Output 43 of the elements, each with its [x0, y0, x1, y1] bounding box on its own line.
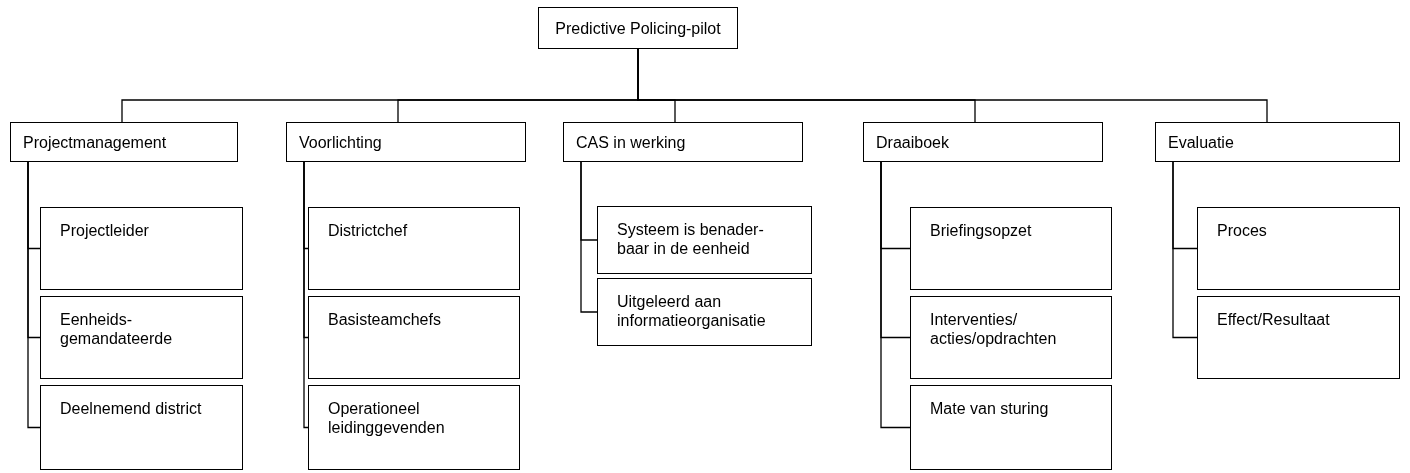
connector-line: [580, 161, 598, 313]
item-box: [40, 207, 243, 290]
item-box: [910, 296, 1112, 379]
root-box: [538, 7, 738, 49]
node-label: Interventies/ acties/opdrachten: [930, 310, 1058, 348]
category-box: [863, 122, 1103, 162]
item-box: [308, 296, 520, 379]
node-label: Evaluatie: [1168, 132, 1234, 152]
category-box: [1155, 122, 1400, 162]
node-label: Projectleider: [60, 221, 150, 240]
item-box: [910, 385, 1112, 470]
node-label: Proces: [1217, 221, 1268, 240]
node-label: Predictive Policing-pilot: [555, 18, 721, 38]
item-box: [308, 385, 520, 470]
node-label: Districtchef: [328, 221, 409, 240]
item-box: [597, 278, 812, 346]
category-box: [10, 122, 238, 162]
item-box: [40, 385, 243, 470]
node-label: Mate van sturing: [930, 399, 1050, 418]
node-label: Systeem is benader- baar in de eenheid: [617, 220, 765, 258]
item-box: [40, 296, 243, 379]
node-label: Effect/Resultaat: [1217, 310, 1331, 329]
item-box: [308, 207, 520, 290]
category-box: [286, 122, 526, 162]
node-label: CAS in werking: [576, 132, 686, 152]
connector-line: [1172, 161, 1198, 339]
node-label: Operationeel leidinggevenden: [328, 399, 446, 437]
item-box: [1197, 207, 1400, 290]
item-box: [1197, 296, 1400, 379]
node-label: Briefingsopzet: [930, 221, 1033, 240]
node-label: Uitgeleerd aan informatieorganisatie: [617, 292, 767, 330]
connector-line: [880, 161, 911, 429]
item-box: [597, 206, 812, 274]
node-label: Basisteamchefs: [328, 310, 442, 329]
category-box: [563, 122, 803, 162]
node-label: Projectmanagement: [23, 132, 167, 152]
connector-line: [303, 161, 309, 429]
node-label: Deelnemend district: [60, 399, 202, 418]
item-box: [910, 207, 1112, 290]
node-label: Voorlichting: [299, 132, 382, 152]
connector-line: [27, 161, 41, 429]
node-label: Eenheids- gemandateerde: [60, 310, 174, 348]
node-label: Draaiboek: [876, 132, 949, 152]
